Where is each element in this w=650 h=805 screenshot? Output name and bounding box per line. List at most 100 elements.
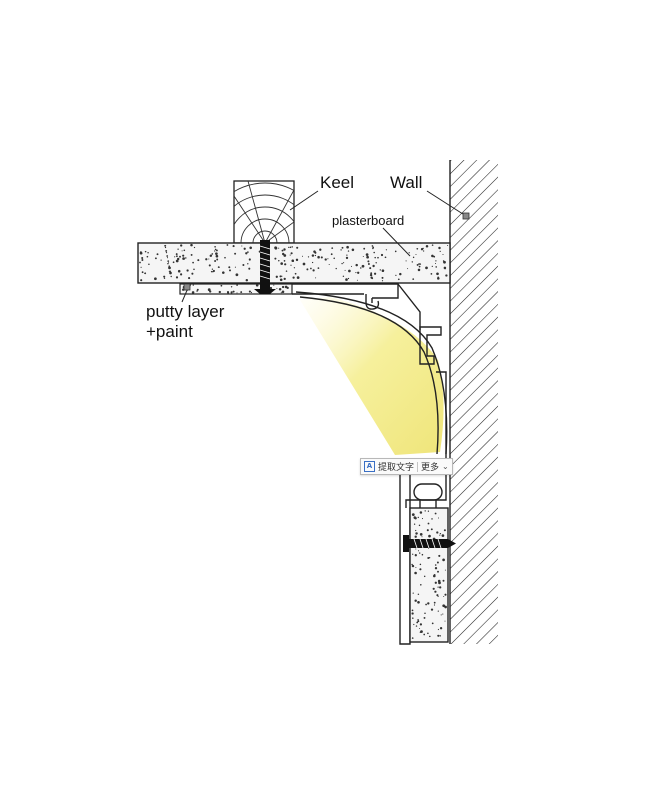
keel-leader (289, 190, 319, 211)
board-speck (436, 531, 439, 534)
board-speck (419, 552, 421, 554)
board-speck (211, 268, 214, 270)
board-speck (211, 253, 214, 255)
board-speck (341, 246, 344, 249)
board-speck (432, 587, 435, 590)
board-speck (443, 529, 446, 532)
text-extract-icon[interactable]: A (364, 461, 375, 472)
board-speck (436, 561, 439, 564)
board-speck (447, 244, 449, 247)
board-speck (166, 257, 169, 259)
board-speck (444, 620, 446, 622)
board-speck (232, 245, 235, 248)
board-speck (439, 532, 442, 535)
board-speck (224, 256, 226, 259)
board-speck (335, 267, 337, 270)
board-speck (434, 567, 438, 570)
board-speck (283, 260, 286, 262)
board-speck (295, 258, 299, 262)
more-button[interactable]: 更多 (421, 463, 440, 473)
board-speck (425, 266, 428, 270)
board-speck (281, 275, 283, 277)
board-speck (431, 254, 434, 258)
wall-label: Wall (390, 173, 423, 192)
board-speck (247, 263, 249, 265)
board-speck (342, 275, 345, 278)
board-speck (437, 628, 439, 631)
board-speck (350, 265, 353, 267)
board-speck (439, 534, 441, 536)
board-speck (170, 275, 172, 278)
board-speck (245, 278, 249, 282)
board-speck (419, 623, 423, 626)
board-speck (442, 558, 445, 562)
board-speck (417, 620, 420, 623)
board-speck (250, 291, 253, 294)
board-speck (279, 278, 283, 282)
board-speck (302, 262, 306, 266)
board-speck (445, 274, 448, 277)
board-speck (248, 258, 251, 261)
board-speck (395, 274, 397, 277)
wall-screw (403, 535, 456, 552)
board-speck (147, 251, 149, 254)
board-speck (420, 584, 422, 586)
board-speck (411, 513, 415, 516)
board-speck (154, 277, 157, 281)
board-speck (415, 566, 417, 569)
board-speck (365, 253, 369, 256)
board-speck (419, 563, 422, 566)
board-speck (209, 290, 212, 293)
board-speck (168, 266, 171, 270)
board-speck (185, 257, 187, 259)
board-speck (399, 272, 402, 276)
board-speck (286, 286, 289, 290)
board-speck (431, 622, 434, 625)
board-speck (341, 262, 343, 265)
board-speck (278, 288, 282, 291)
text-extract-toolbar[interactable]: A 提取文字 更多 ⌄ (360, 458, 453, 475)
board-speck (193, 268, 195, 271)
board-speck (182, 257, 185, 260)
board-speck (411, 637, 414, 639)
board-speck (411, 609, 414, 612)
board-speck (384, 256, 387, 259)
board-speck (313, 250, 316, 253)
board-speck (292, 260, 295, 262)
board-speck (330, 253, 333, 256)
board-speck (172, 261, 175, 264)
board-speck (381, 276, 384, 279)
board-speck (411, 612, 414, 615)
board-speck (141, 256, 144, 260)
board-speck (425, 603, 427, 606)
board-speck (333, 257, 335, 260)
board-speck (439, 586, 442, 589)
board-speck (214, 250, 216, 252)
ceiling-screw (254, 240, 276, 294)
board-speck (355, 272, 357, 274)
putty-leader-dot (183, 283, 191, 291)
board-speck (417, 268, 421, 272)
board-speck (311, 261, 314, 264)
board-speck (345, 278, 348, 281)
board-speck (440, 614, 442, 616)
board-speck (428, 557, 431, 559)
board-speck (424, 612, 426, 614)
board-speck (374, 256, 376, 259)
board-speck (362, 255, 364, 258)
chevron-down-icon[interactable]: ⌄ (442, 462, 449, 471)
board-speck (437, 595, 439, 598)
board-speck (407, 268, 409, 270)
board-speck (165, 251, 168, 254)
board-speck (437, 517, 440, 519)
board-speck (208, 264, 211, 267)
board-speck (248, 267, 251, 270)
board-speck (370, 272, 373, 275)
board-speck (437, 610, 439, 612)
board-speck (437, 277, 440, 280)
board-speck (415, 253, 417, 256)
extract-text-button[interactable]: 提取文字 (378, 463, 415, 473)
wall-plasterboard (409, 507, 449, 643)
board-speck (442, 579, 445, 582)
